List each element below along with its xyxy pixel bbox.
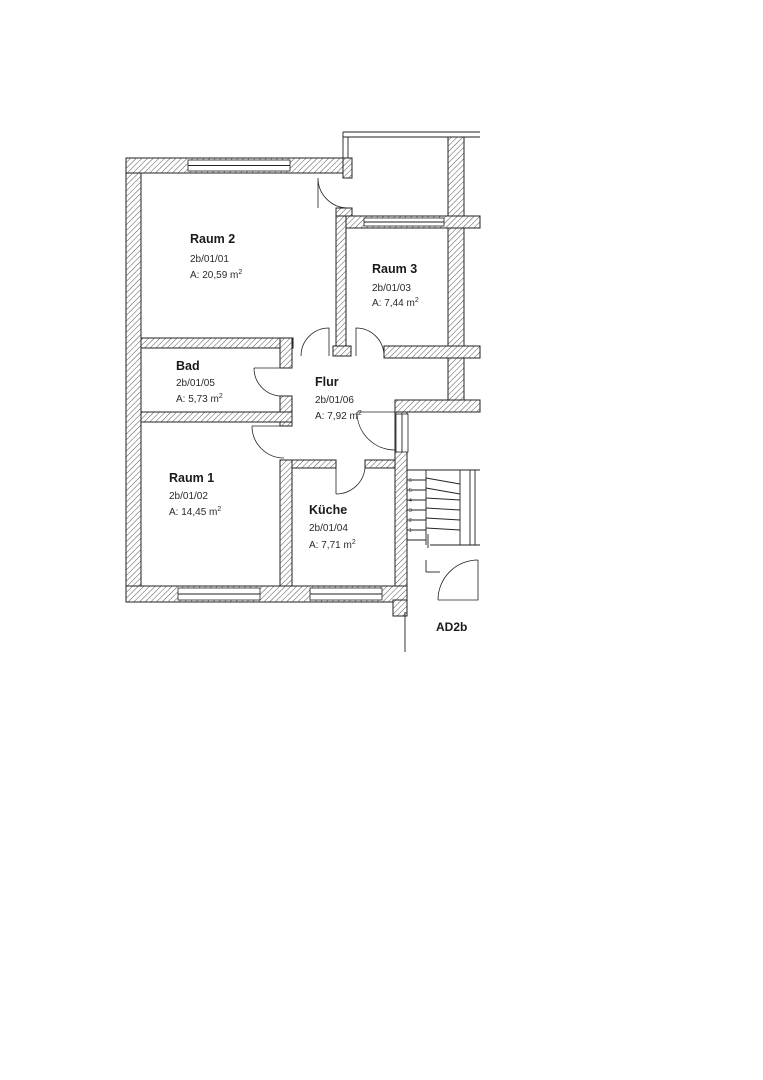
wall-bottom-corner: [392, 599, 408, 617]
stair-step-1: 1: [409, 528, 412, 534]
room-label-flur: Flur 2b/01/06 A: 7,92 m2: [315, 375, 362, 422]
stair-step-4: 4: [409, 498, 412, 504]
room-area: A: 7,92 m2: [315, 410, 362, 422]
room-label-raum3: Raum 3 2b/01/03 A: 7,44 m2: [372, 262, 419, 309]
doors: [251, 177, 396, 495]
room-label-bad: Bad 2b/01/05 A: 5,73 m2: [176, 359, 223, 405]
building-label: AD2b: [436, 620, 467, 634]
staircase: 1 2 3 4 5 6: [406, 469, 480, 605]
room-area: A: 14,45 m2: [169, 506, 221, 518]
room-area: A: 7,44 m2: [372, 297, 419, 309]
room-area: A: 7,71 m2: [309, 539, 356, 551]
wall-raum1-right: [279, 459, 293, 589]
room-id: 2b/01/06: [315, 395, 354, 406]
room-label-kueche: Küche 2b/01/04 A: 7,71 m2: [309, 503, 356, 551]
wall-raum2-raum3: [335, 215, 347, 357]
wall-raum2-right-upper: [342, 157, 353, 179]
room-name: Raum 1: [169, 471, 214, 485]
stair-step-5: 5: [409, 488, 412, 494]
room-area: A: 5,73 m2: [176, 393, 223, 405]
wall-bottom-raum3: [383, 345, 481, 359]
wall-outer-left: [125, 157, 142, 603]
room-name: Raum 3: [372, 262, 417, 276]
stair-step-3: 3: [409, 508, 412, 514]
stair-step-6: 6: [409, 478, 412, 484]
room-area: A: 20,59 m2: [190, 269, 242, 281]
wall-raum2-bottom: [140, 337, 294, 349]
windows: [177, 159, 445, 601]
room-label-raum1: Raum 1 2b/01/02 A: 14,45 m2: [169, 471, 221, 518]
room-name: Bad: [176, 359, 200, 373]
walls: [125, 131, 481, 617]
stair-step-2: 2: [409, 518, 412, 524]
room-id: 2b/01/03: [372, 283, 411, 294]
wall-bad-bottom: [140, 411, 293, 423]
wall-kueche-top-left: [291, 459, 337, 469]
wall-right-tall: [447, 136, 465, 401]
room-id: 2b/01/05: [176, 378, 215, 389]
room-id: 2b/01/02: [169, 491, 208, 502]
room-label-raum2: Raum 2 2b/01/01 A: 20,59 m2: [190, 232, 242, 281]
room-name: Raum 2: [190, 232, 235, 246]
room-name: Flur: [315, 375, 339, 389]
wall-bad-right-upper: [279, 337, 293, 369]
wall-kueche-top-right: [364, 459, 398, 469]
wall-raum2-bottom-right: [332, 345, 352, 357]
room-id: 2b/01/04: [309, 523, 348, 534]
room-name: Küche: [309, 503, 347, 517]
wall-flur-top-right: [394, 399, 481, 413]
room-id: 2b/01/01: [190, 254, 229, 265]
